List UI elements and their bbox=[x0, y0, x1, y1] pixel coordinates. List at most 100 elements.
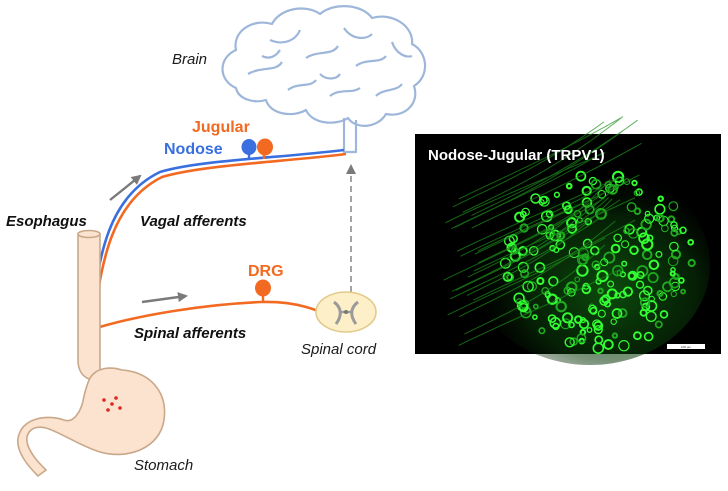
neuron-cell bbox=[578, 318, 590, 330]
neuron-cell bbox=[618, 340, 630, 352]
nerve-fiber bbox=[471, 142, 642, 229]
neuron-cell bbox=[640, 218, 652, 231]
neuron-cell bbox=[549, 244, 556, 252]
neuron-cell bbox=[687, 238, 695, 246]
neuron-cell bbox=[601, 294, 611, 304]
neuron-cell bbox=[567, 288, 576, 297]
neuron-cell bbox=[636, 265, 649, 278]
neuron-cell bbox=[539, 196, 548, 205]
neuron-cell bbox=[581, 253, 590, 262]
label-spinal-afferents: Spinal afferents bbox=[134, 325, 246, 342]
neuron-cell bbox=[679, 226, 687, 235]
neuron-cell bbox=[614, 292, 621, 299]
neuron-cell bbox=[643, 331, 654, 342]
neuron-cell bbox=[564, 337, 575, 348]
vagal-direction-arrow bbox=[109, 174, 142, 201]
neuron-cell bbox=[555, 300, 567, 313]
nerve-fiber bbox=[477, 179, 631, 252]
neuron-cell bbox=[588, 304, 598, 314]
neuron-cell bbox=[659, 310, 669, 319]
nerve-fiber bbox=[458, 268, 622, 346]
nerve-fiber bbox=[449, 216, 602, 300]
neuron-cell bbox=[534, 262, 546, 273]
neuron-cell bbox=[687, 258, 696, 268]
nerve-fiber bbox=[455, 199, 621, 291]
label-vagal-afferents: Vagal afferents bbox=[140, 213, 247, 230]
neuron-cell bbox=[538, 195, 550, 207]
neuron-cell bbox=[544, 291, 551, 298]
neuron-cell bbox=[568, 247, 580, 259]
neuron-cell bbox=[616, 270, 623, 276]
neuron-cell bbox=[546, 293, 558, 305]
micrograph-panel: Nodose-Jugular (TRPV1) 100 µm bbox=[415, 116, 721, 365]
neuron-cell bbox=[641, 238, 654, 251]
neuron-cell bbox=[515, 298, 523, 306]
neuron-cell bbox=[536, 276, 545, 286]
neuron-cell bbox=[668, 201, 679, 212]
neuron-cell bbox=[592, 319, 602, 329]
neuron-cell bbox=[555, 239, 566, 250]
neuron-cell bbox=[611, 308, 623, 319]
brain-outline bbox=[221, 5, 427, 127]
nodose-ganglion-cell bbox=[241, 139, 257, 155]
micrograph-title: Nodose-Jugular (TRPV1) bbox=[428, 147, 605, 164]
nerve-fiber bbox=[460, 177, 621, 257]
scale-bar: 100 µm bbox=[667, 344, 705, 349]
nerve-fiber bbox=[477, 177, 625, 264]
neuron-cell bbox=[644, 213, 655, 224]
label-drg: DRG bbox=[248, 263, 284, 280]
label-stomach: Stomach bbox=[134, 457, 193, 474]
neuron-cell bbox=[582, 282, 590, 290]
neuron-cell bbox=[655, 213, 665, 223]
neuron-cell bbox=[519, 210, 527, 218]
label-spinal-cord: Spinal cord bbox=[301, 341, 377, 358]
nerve-fiber bbox=[473, 197, 636, 272]
neuron-cell bbox=[631, 179, 638, 187]
neuron-cell bbox=[610, 318, 617, 325]
neuron-cell bbox=[567, 223, 578, 234]
neuron-cell bbox=[603, 339, 614, 350]
neuron-cell bbox=[656, 289, 664, 298]
neuron-cell bbox=[590, 178, 602, 190]
neuron-cell bbox=[532, 303, 539, 310]
vagal-afferent-fiber-blue bbox=[88, 148, 345, 329]
stomach-sensory-endings bbox=[102, 396, 122, 412]
neuron-cell bbox=[639, 297, 651, 308]
neuron-cell bbox=[621, 240, 630, 249]
neuron-cell bbox=[648, 259, 660, 271]
nerve-fiber bbox=[450, 151, 605, 230]
neuron-cell bbox=[549, 317, 562, 329]
neuron-cell bbox=[612, 184, 619, 191]
neuron-cell bbox=[621, 260, 628, 267]
neuron-cell bbox=[518, 302, 529, 313]
nerve-fiber bbox=[443, 197, 605, 281]
stomach-shape bbox=[17, 367, 166, 478]
neuron-cell bbox=[654, 320, 663, 329]
nerve-fiber bbox=[447, 237, 606, 316]
neuron-cell bbox=[603, 251, 616, 264]
neuron-cell bbox=[532, 314, 538, 320]
neuron-cell bbox=[617, 308, 628, 319]
neuron-cell bbox=[553, 191, 561, 198]
neuron-cell bbox=[626, 202, 637, 213]
label-esophagus: Esophagus bbox=[6, 213, 87, 230]
fluorescent-fibers bbox=[443, 116, 642, 346]
nerve-fiber bbox=[451, 191, 612, 292]
neuron-cell bbox=[661, 224, 669, 233]
neuron-cell bbox=[633, 331, 642, 341]
neuron-cell bbox=[613, 233, 623, 243]
neuron-cell bbox=[520, 306, 532, 319]
neuron-cell bbox=[606, 288, 618, 300]
neuron-cell bbox=[670, 224, 679, 232]
neuron-cell bbox=[669, 270, 676, 277]
nerve-fiber bbox=[452, 121, 605, 208]
drg-cell bbox=[255, 279, 271, 297]
esophagus-tube bbox=[77, 229, 101, 381]
neuron-cell bbox=[680, 288, 686, 295]
neuron-cell bbox=[568, 321, 575, 329]
spinal-afferent-fiber bbox=[89, 300, 335, 332]
neuron-cell bbox=[547, 314, 557, 323]
nerve-fiber bbox=[467, 178, 611, 278]
vagal-afferent-fiber-orange bbox=[90, 152, 347, 331]
